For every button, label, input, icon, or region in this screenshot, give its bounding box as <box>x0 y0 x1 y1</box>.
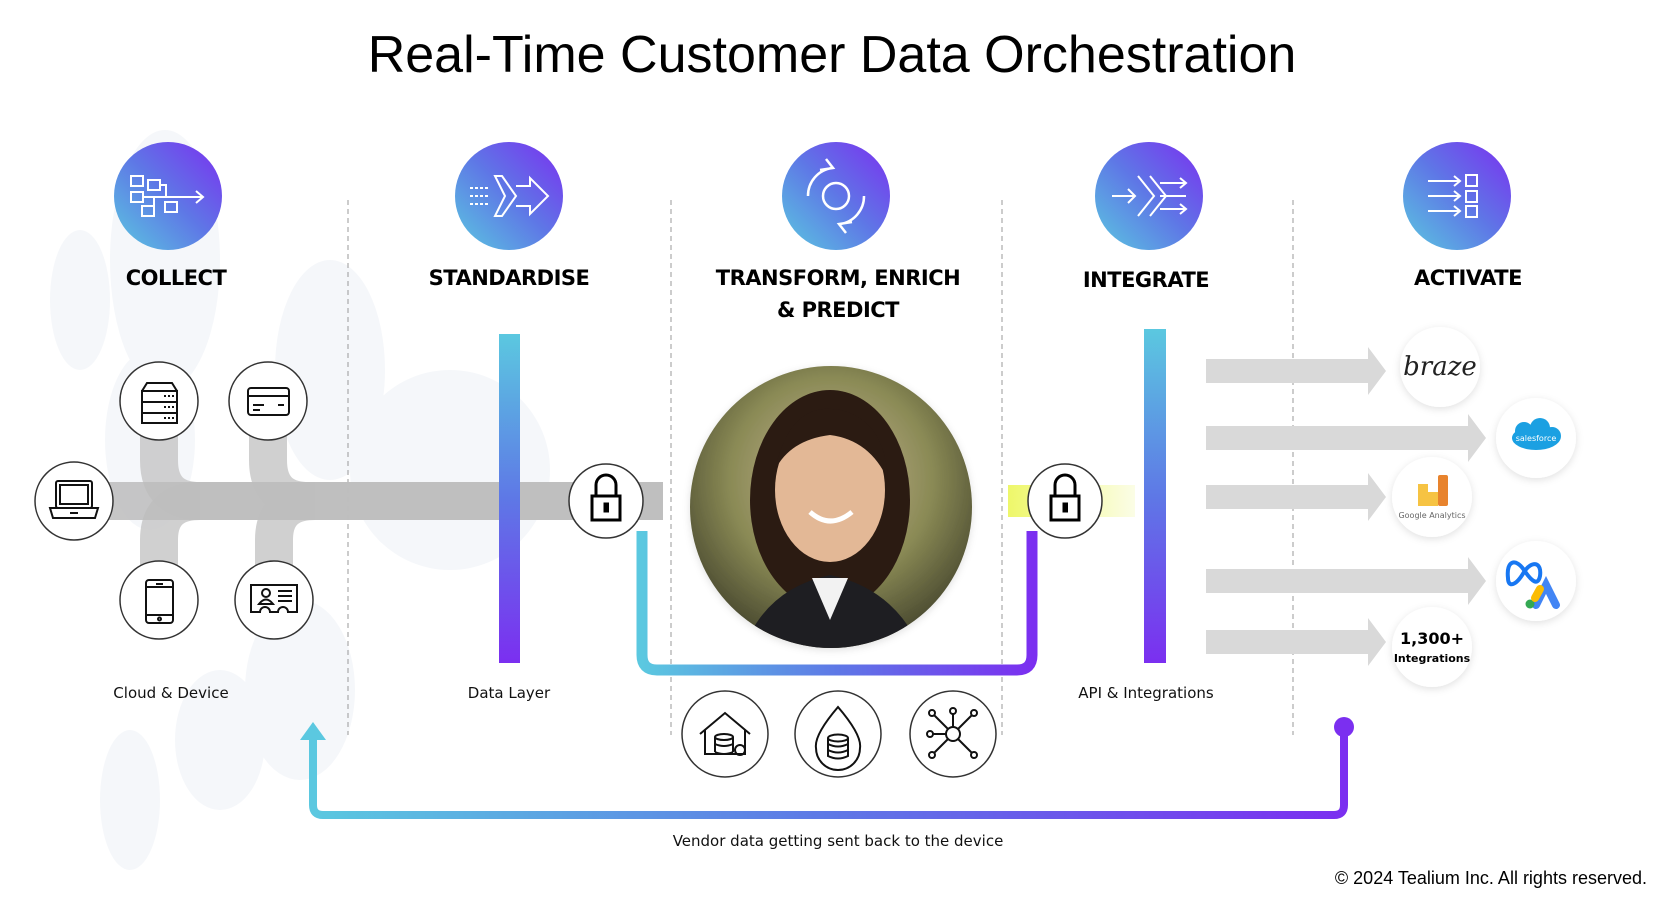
stage-label-standardise: STANDARDISE <box>429 266 590 290</box>
transform-arrow-icon <box>470 175 550 217</box>
list-arrows-icon <box>1428 174 1478 218</box>
stage-integrate: INTEGRATE <box>1083 142 1210 292</box>
meta-logo <box>1505 560 1543 587</box>
lock-standardise <box>568 463 644 539</box>
destination-braze: braze <box>1400 327 1480 407</box>
padlock-icon <box>1049 473 1081 522</box>
network-circle <box>909 690 997 778</box>
destination-arrows <box>1206 347 1486 666</box>
laptop-icon <box>48 480 100 519</box>
stage-label-collect: COLLECT <box>126 266 228 290</box>
integration-bar <box>1144 329 1166 663</box>
server-icon <box>141 382 178 424</box>
stage-label-activate: ACTIVATE <box>1414 266 1522 290</box>
device-laptop <box>34 461 114 541</box>
salesforce-label: salesforce <box>1516 434 1557 443</box>
loop-arrowhead-icon <box>300 722 326 740</box>
braze-logo: braze <box>1403 352 1477 382</box>
stage-label-transform-line2: & PREDICT <box>777 298 900 322</box>
loop-start-dot <box>1334 717 1354 737</box>
transform-bracket <box>636 531 1038 676</box>
customer-photo <box>690 366 972 648</box>
destination-meta-google-ads <box>1496 541 1576 621</box>
merge-arrows-icon <box>1112 175 1188 217</box>
network-nodes-icon <box>926 707 978 759</box>
copyright: © 2024 Tealium Inc. All rights reserved. <box>1335 868 1647 888</box>
stage-collect: COLLECT <box>114 142 228 290</box>
padlock-icon <box>590 473 622 522</box>
lock-integrate <box>1027 463 1103 539</box>
device-phone <box>119 560 199 640</box>
destination-more-integrations: 1,300+ Integrations <box>1392 607 1472 687</box>
destination-salesforce: salesforce <box>1496 398 1576 478</box>
device-id-card <box>234 560 314 640</box>
google-analytics-logo <box>1418 475 1448 506</box>
stage-transform: TRANSFORM, ENRICH & PREDICT <box>716 142 961 322</box>
refresh-cycle-icon <box>806 158 866 234</box>
integrations-label: Integrations <box>1394 652 1471 665</box>
workflow-icon <box>130 175 205 217</box>
device-credit-card <box>228 361 308 441</box>
collect-data-flows <box>74 420 663 580</box>
caption-api-integrations: API & Integrations <box>1078 684 1214 702</box>
stage-standardise: STANDARDISE <box>429 142 590 290</box>
caption-vendor-loop: Vendor data getting sent back to the dev… <box>673 832 1004 850</box>
stage-label-transform-line1: TRANSFORM, ENRICH <box>716 266 960 290</box>
integrations-count: 1,300+ <box>1400 629 1464 648</box>
destination-google-analytics: Google Analytics <box>1392 457 1472 537</box>
credit-card-icon <box>247 387 290 416</box>
vendor-data-loop <box>300 717 1354 819</box>
page-title: Real-Time Customer Data Orchestration <box>368 26 1297 84</box>
data-lake-icon <box>814 705 862 771</box>
data-warehouse-circle <box>681 690 769 778</box>
caption-data-layer: Data Layer <box>468 684 551 702</box>
google-ads-logo <box>1525 576 1560 609</box>
device-server <box>119 361 199 441</box>
google-analytics-label: Google Analytics <box>1398 511 1465 520</box>
stage-label-integrate: INTEGRATE <box>1083 268 1209 292</box>
stage-activate: ACTIVATE <box>1403 142 1522 290</box>
warehouse-database-icon <box>699 711 751 756</box>
data-lake-circle <box>794 690 882 778</box>
id-card-icon <box>250 584 298 613</box>
salesforce-cloud-logo <box>1512 418 1561 450</box>
caption-cloud-device: Cloud & Device <box>113 684 228 702</box>
smartphone-icon <box>145 579 174 624</box>
data-layer-bar <box>499 334 520 663</box>
